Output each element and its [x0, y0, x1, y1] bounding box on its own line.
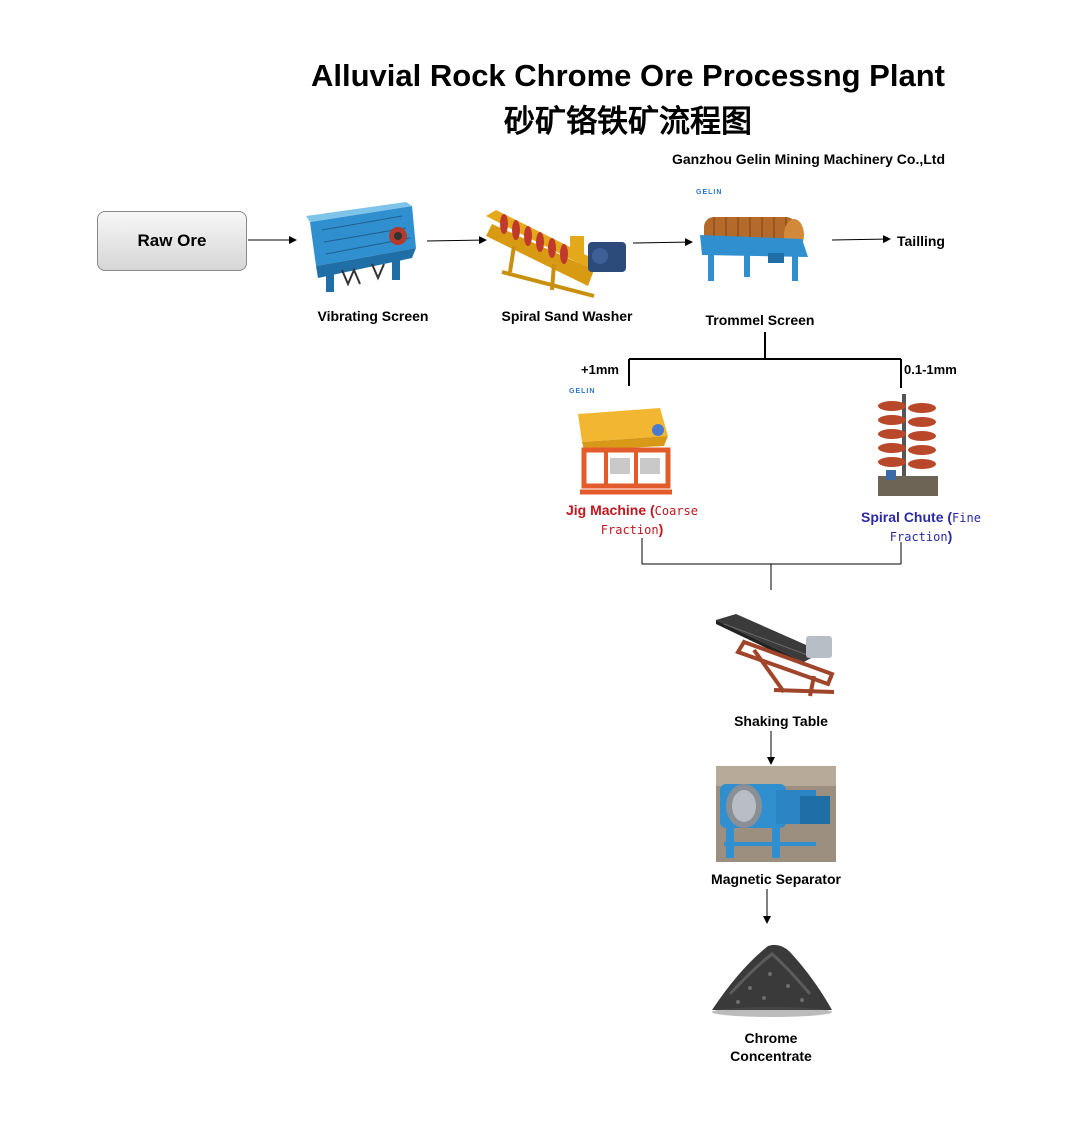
coarse-branch-label: +1mm — [581, 362, 619, 377]
trommel-screen-image — [700, 217, 808, 281]
jig-machine-label: Jig Machine (Coarse Fraction) — [542, 501, 722, 539]
jig-machine-fraction: Coarse Fraction — [600, 504, 699, 537]
chrome-concentrate-line1: Chrome — [744, 1030, 798, 1046]
arrow-trommel-to-tailling — [831, 235, 891, 244]
diagram-title-chinese: 砂矿铬铁矿流程图 — [504, 104, 752, 140]
shaking-table-label: Shaking Table — [734, 713, 828, 729]
company-name: Ganzhou Gelin Mining Machinery Co.,Ltd — [672, 151, 945, 167]
spiral-sand-washer-label: Spiral Sand Washer — [501, 308, 633, 324]
vibrating-screen-label: Vibrating Screen — [317, 308, 429, 324]
vibrating-screen-image — [306, 202, 416, 292]
spiral-chute-image — [878, 394, 938, 496]
spiral-chute-close-paren: ) — [947, 528, 953, 544]
tailling-label: Tailling — [897, 233, 945, 249]
raw-ore-node: Raw Ore — [97, 211, 247, 271]
spiral-chute-name: Spiral Chute ( — [861, 509, 953, 525]
arrow-vibrating-to-washer — [426, 236, 487, 245]
jig-machine-close-paren: ) — [658, 521, 664, 537]
gelin-logo: GELIN — [696, 189, 723, 196]
diagram-title: Alluvial Rock Chrome Ore Processng Plant — [311, 58, 945, 93]
fine-branch-label: 0.1-1mm — [904, 362, 957, 377]
jig-machine-name: Jig Machine ( — [565, 502, 655, 518]
magnetic-separator-label: Magnetic Separator — [711, 871, 841, 887]
jig-machine-image — [578, 408, 672, 495]
trommel-screen-label: Trommel Screen — [705, 312, 815, 328]
arrow-washer-to-trommel — [632, 238, 693, 247]
shaking-table-image — [716, 614, 835, 697]
magnetic-separator-image — [716, 766, 836, 862]
spiral-chute-label: Spiral Chute (Fine Fraction) — [846, 508, 996, 546]
chrome-concentrate-line2: Concentrate — [730, 1048, 812, 1064]
gelin-logo: GELIN — [569, 388, 596, 395]
spiral-sand-washer-image — [486, 210, 626, 298]
chrome-concentrate-label: Chrome Concentrate — [711, 1029, 831, 1065]
spiral-chute-fraction: Fine Fraction — [889, 511, 981, 544]
chrome-concentrate-image — [712, 944, 832, 1017]
